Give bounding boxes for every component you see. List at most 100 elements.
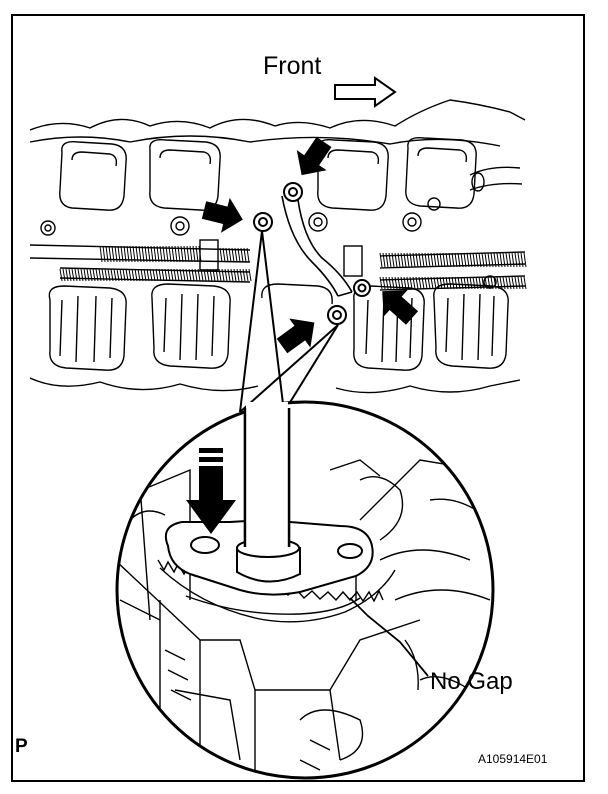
harness-coil: [203, 268, 207, 282]
harness-coil: [224, 268, 228, 282]
harness-coil: [122, 268, 126, 282]
harness-coil: [508, 276, 512, 290]
harness-coil: [400, 252, 404, 268]
harness-coil: [80, 268, 84, 282]
harness-coil: [451, 276, 455, 290]
harness-coil: [173, 268, 177, 282]
figure-code: A105914E01: [478, 752, 548, 766]
harness-coil: [140, 268, 144, 282]
harness-coil: [144, 245, 148, 263]
harness-coil: [448, 252, 452, 268]
harness-coil: [508, 252, 512, 268]
harness-coil: [493, 276, 497, 290]
harness-coil: [132, 245, 136, 263]
arrow-right-icon: [382, 289, 419, 325]
harness-coil: [195, 245, 199, 263]
harness-coil: [418, 252, 422, 268]
harness-coil: [206, 268, 210, 282]
harness-coil: [505, 276, 509, 290]
harness-coil: [442, 252, 446, 268]
harness-coil: [379, 252, 383, 268]
harness-coil: [487, 276, 491, 290]
harness-coil: [189, 245, 193, 263]
harness-coil: [86, 268, 90, 282]
bracket-pipe: [281, 195, 353, 297]
harness-coil: [242, 268, 246, 282]
harness-coil: [481, 252, 485, 268]
bolt-left: [253, 212, 273, 232]
harness-coil: [188, 268, 192, 282]
harness-coil: [475, 252, 479, 268]
harness-coil: [394, 252, 398, 268]
harness-coil: [514, 276, 518, 290]
wire-harness: [59, 245, 527, 290]
harness-coil: [424, 252, 428, 268]
harness-coil: [391, 276, 395, 290]
harness-coil: [397, 276, 401, 290]
harness-coil: [511, 252, 515, 268]
harness-coil: [191, 268, 195, 282]
harness-coil: [131, 268, 135, 282]
harness-coil: [445, 252, 449, 268]
harness-coil: [165, 245, 169, 263]
harness-coil: [167, 268, 171, 282]
harness-coil: [108, 245, 112, 263]
harness-coil: [406, 276, 410, 290]
harness-coil: [430, 252, 434, 268]
harness-coil: [502, 252, 506, 268]
harness-coil: [200, 268, 204, 282]
harness-coil: [493, 252, 497, 268]
harness-coil: [418, 276, 422, 290]
harness-coil: [496, 252, 500, 268]
harness-coil: [406, 252, 410, 268]
harness-coil: [448, 276, 452, 290]
harness-coil: [62, 268, 66, 282]
harness-coil: [436, 276, 440, 290]
bolt-right: [353, 279, 371, 297]
harness-coil: [194, 268, 198, 282]
harness-coil: [150, 245, 154, 263]
harness-coil: [152, 268, 156, 282]
harness-coil: [135, 245, 139, 263]
harness-coil: [490, 252, 494, 268]
harness-coil: [397, 252, 401, 268]
harness-coil: [400, 276, 404, 290]
harness-coil: [436, 252, 440, 268]
harness-coil: [457, 276, 461, 290]
harness-coil: [415, 252, 419, 268]
harness-coil: [478, 252, 482, 268]
harness-coil: [430, 276, 434, 290]
harness-coil: [182, 268, 186, 282]
harness-coil: [460, 252, 464, 268]
harness-coil: [472, 252, 476, 268]
bolt-upper: [283, 182, 303, 202]
harness-coil: [484, 252, 488, 268]
harness-coil: [153, 245, 157, 263]
harness-coil: [469, 252, 473, 268]
harness-coil: [212, 268, 216, 282]
harness-coil: [394, 276, 398, 290]
harness-coil: [221, 268, 225, 282]
corner-mark: P: [15, 736, 28, 757]
harness-coil: [99, 245, 103, 263]
harness-coil: [162, 245, 166, 263]
harness-coil: [490, 276, 494, 290]
harness-coil: [499, 276, 503, 290]
harness-coil: [179, 268, 183, 282]
harness-coil: [385, 276, 389, 290]
harness-coil: [215, 268, 219, 282]
harness-coil: [445, 276, 449, 290]
harness-coil: [466, 276, 470, 290]
harness-coil: [233, 268, 237, 282]
harness-coil: [496, 276, 500, 290]
harness-coil: [237, 247, 241, 263]
harness-coil: [240, 247, 244, 263]
harness-coil: [234, 247, 238, 263]
harness-coil: [125, 268, 129, 282]
bolt-arrows: [201, 136, 419, 354]
harness-coil: [219, 247, 223, 263]
no-gap-leader: [349, 597, 429, 677]
harness-coil: [451, 252, 455, 268]
harness-coil: [129, 245, 133, 263]
